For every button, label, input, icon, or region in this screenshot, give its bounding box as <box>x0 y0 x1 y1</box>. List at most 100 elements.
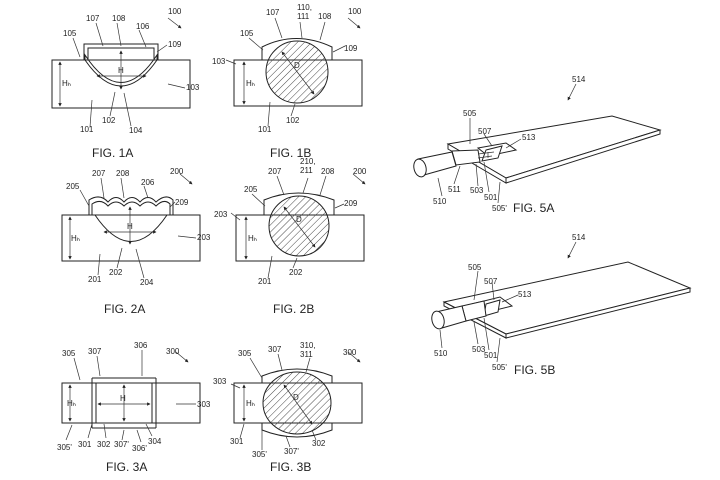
ref-307: 307 <box>88 347 102 356</box>
ref-306: 306 <box>134 341 148 350</box>
ref-301: 301 <box>230 437 244 446</box>
diameter-arrow <box>283 384 313 425</box>
ref-207: 207 <box>92 169 106 178</box>
ref-105: 105 <box>240 29 254 38</box>
ref-307p: 307' <box>114 440 129 449</box>
fig-1b: 100 107 110, 111 108 105 109 103 D Hₕ 10… <box>212 3 363 160</box>
ref-503: 503 <box>472 345 486 354</box>
caption-fig-2a: FIG. 2A <box>104 302 145 316</box>
ref-d: D <box>293 393 299 402</box>
leader <box>334 203 345 209</box>
leader <box>177 235 197 239</box>
ref-302: 302 <box>312 439 326 448</box>
ref-302: 302 <box>97 440 111 449</box>
leader <box>65 424 73 441</box>
ref-hh: Hₕ <box>71 234 80 243</box>
diameter-arrow <box>283 206 316 248</box>
caption-fig-5b: FIG. 5B <box>514 363 555 377</box>
ref-210: 210, <box>300 157 316 166</box>
ref-307: 307 <box>268 345 282 354</box>
ref-507: 507 <box>478 127 492 136</box>
ref-108: 108 <box>112 14 126 23</box>
leader <box>156 44 168 53</box>
leader <box>116 247 123 269</box>
leader-arrow <box>347 17 361 29</box>
leader <box>145 423 153 437</box>
ref-510: 510 <box>434 349 448 358</box>
plug-end <box>413 158 427 178</box>
leader <box>305 357 311 373</box>
leader <box>143 185 149 199</box>
leader <box>437 177 443 197</box>
leader <box>89 99 93 128</box>
ref-h: H <box>127 222 133 231</box>
leader <box>285 435 291 448</box>
ref-305: 305 <box>62 349 76 358</box>
leader <box>292 257 298 269</box>
ref-107: 107 <box>86 14 100 23</box>
leader <box>311 429 317 441</box>
ref-100: 100 <box>168 7 182 16</box>
leader <box>121 429 125 441</box>
leader <box>109 91 116 117</box>
fig-3b: 300 305 307 310, 311 303 D Hₕ 301 305' 3… <box>213 341 363 474</box>
ref-102: 102 <box>102 116 116 125</box>
caption-fig-1a: FIG. 1A <box>92 146 133 160</box>
ref-101: 101 <box>258 125 272 134</box>
ref-201: 201 <box>258 277 272 286</box>
ref-300: 300 <box>166 347 180 356</box>
ref-200: 200 <box>353 167 367 176</box>
card-side-edge <box>505 287 691 339</box>
ref-206: 206 <box>141 178 155 187</box>
leader <box>319 175 327 196</box>
fig-3a: 300 305 307 306 Hₕ H 303 305' 301 302 30… <box>57 341 211 474</box>
ref-103: 103 <box>186 83 200 92</box>
leader <box>79 189 90 207</box>
ref-100: 100 <box>348 7 362 16</box>
leader <box>230 383 241 389</box>
ref-503: 503 <box>470 186 484 195</box>
leader <box>475 163 479 187</box>
leader <box>483 161 490 193</box>
leader <box>483 317 490 351</box>
leader <box>332 45 346 53</box>
leader <box>483 133 493 147</box>
ref-505: 505 <box>463 109 477 118</box>
leader-arrow <box>352 173 366 185</box>
leader <box>96 355 101 377</box>
leader <box>453 165 461 185</box>
caption-fig-3b: FIG. 3B <box>270 460 311 474</box>
ref-306p: 306' <box>132 444 147 453</box>
ref-305p: 305' <box>57 443 72 452</box>
ref-202: 202 <box>289 268 303 277</box>
leader <box>169 201 176 208</box>
leader <box>497 181 501 204</box>
ref-hh: Hₕ <box>246 399 255 408</box>
ref-110: 110, <box>297 3 312 12</box>
ref-108: 108 <box>318 12 332 21</box>
fig-2b: 200 210, 211 207 208 205 209 203 D Hₕ 20… <box>214 157 367 316</box>
ref-311: 311 <box>300 350 313 359</box>
leader <box>100 177 105 199</box>
leader <box>473 321 479 345</box>
leader-arrow <box>175 351 189 363</box>
plug-collar <box>451 149 481 166</box>
leader <box>290 103 296 117</box>
ref-109: 109 <box>344 44 358 53</box>
ref-h: H <box>118 66 124 75</box>
leader <box>87 423 93 439</box>
leader <box>248 37 264 51</box>
card-side-edge <box>505 129 661 184</box>
caption-fig-2b: FIG. 2B <box>273 302 314 316</box>
plug-end <box>431 310 445 330</box>
leader <box>302 177 309 194</box>
ref-104: 104 <box>129 126 143 135</box>
ref-513: 513 <box>518 290 532 299</box>
ref-208: 208 <box>116 169 130 178</box>
wavy-cover-outline <box>88 196 174 215</box>
ref-102: 102 <box>286 116 300 125</box>
ref-hh: Hₕ <box>67 399 76 408</box>
ref-513: 513 <box>522 133 536 142</box>
ref-205: 205 <box>66 182 80 191</box>
